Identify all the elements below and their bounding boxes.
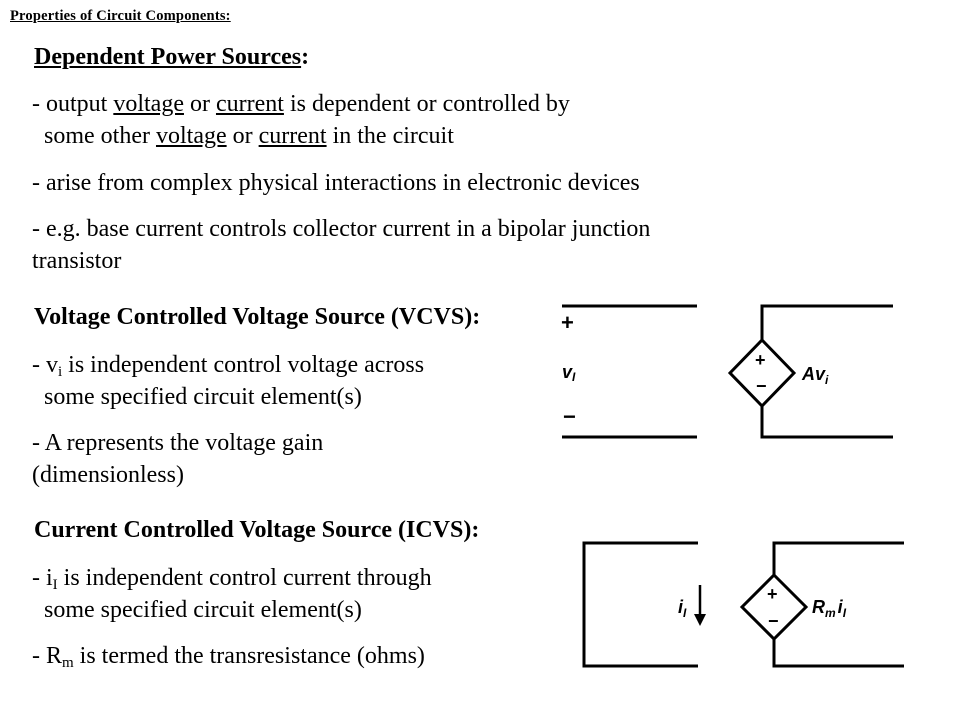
icvs-source-plus: + xyxy=(767,584,778,604)
vcvs-source-bottom-wire xyxy=(760,406,893,439)
vcvs-control-label: vI xyxy=(562,362,576,384)
section2-title: Voltage Controlled Voltage Source (VCVS)… xyxy=(34,304,481,330)
term-current: current xyxy=(215,91,284,117)
vcvs-source-minus: − xyxy=(756,376,767,396)
text-span: in the circuit xyxy=(326,123,454,149)
text-span: - R xyxy=(32,643,62,669)
section2-bullet1-line1: - vi is independent control voltage acro… xyxy=(32,349,424,381)
vcvs-source-plus: + xyxy=(755,350,766,370)
icvs-source-top-wire xyxy=(772,541,904,575)
text-span: is independent control voltage across xyxy=(62,352,425,378)
term-voltage: voltage xyxy=(113,91,184,117)
section1-title: Dependent Power Sources: xyxy=(34,44,309,71)
vcvs-plus-label: + xyxy=(561,310,574,335)
text-span: is independent control current through xyxy=(57,565,432,591)
subscript: i xyxy=(58,364,63,380)
section3-bullet2: - Rm is termed the transresistance (ohms… xyxy=(32,640,425,672)
section3-bullet1-line1: - iI is independent control current thro… xyxy=(32,562,432,594)
section1-bullet3-line1: - e.g. base current controls collector c… xyxy=(32,216,651,242)
arrow-down-icon xyxy=(694,614,706,626)
section1-bullet2: - arise from complex physical interactio… xyxy=(32,170,640,196)
section2-bullet1-line2: some specified circuit element(s) xyxy=(44,384,362,410)
section1-bullet1-line1: - output voltage or current is dependent… xyxy=(32,88,570,120)
vcvs-source-top-wire xyxy=(760,304,893,340)
vcvs-minus-label: − xyxy=(563,404,576,429)
vcvs-diagram: + − vI + − Avi xyxy=(561,304,893,439)
term-voltage: voltage xyxy=(155,123,227,149)
slide-header: Properties of Circuit Components: xyxy=(10,8,231,24)
section1-bullet1-line2: some other voltage or current in the cir… xyxy=(44,120,454,152)
icvs-source-minus: − xyxy=(768,611,779,631)
section1-bullet3-line2: transistor xyxy=(32,248,122,274)
text-span: - i xyxy=(32,565,53,591)
subscript: I xyxy=(52,577,58,593)
icvs-source-bottom-wire xyxy=(772,639,904,668)
vcvs-source-label: Avi xyxy=(801,364,829,387)
section3-bullet1-line2: some specified circuit element(s) xyxy=(44,597,362,623)
text-span: or xyxy=(226,123,259,149)
term-current: current xyxy=(258,123,327,149)
text-span: - v xyxy=(32,352,58,378)
vcvs-diamond-source xyxy=(727,337,797,409)
section1-title-suffix: : xyxy=(301,44,310,70)
section2-bullet2-line2: (dimensionless) xyxy=(32,462,184,488)
icvs-control-wire xyxy=(582,541,698,668)
text-span: is dependent or controlled by xyxy=(283,91,570,117)
section2-bullet2-line1: - A represents the voltage gain xyxy=(32,430,324,456)
text-span: is termed the transresistance (ohms) xyxy=(73,643,425,669)
subscript: m xyxy=(62,655,74,671)
text-span: - output xyxy=(32,91,114,117)
text-span: or xyxy=(183,91,216,117)
section1-title-text: Dependent Power Sources xyxy=(34,44,302,70)
text-span: some other xyxy=(44,123,156,149)
icvs-control-label: iI xyxy=(678,597,687,620)
section3-title: Current Controlled Voltage Source (ICVS)… xyxy=(34,517,480,543)
icvs-diamond-source xyxy=(739,572,809,642)
